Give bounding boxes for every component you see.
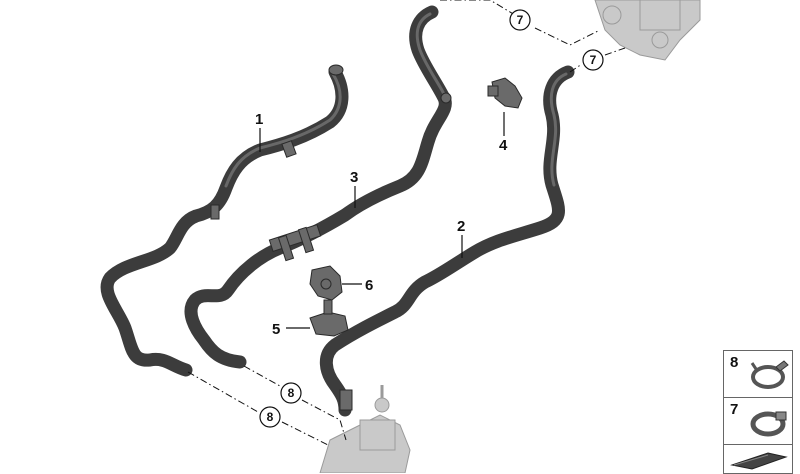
hose-1[interactable] xyxy=(100,64,349,377)
hose-3[interactable] xyxy=(184,5,452,369)
valve-part-6[interactable] xyxy=(309,265,343,301)
engine-block-top xyxy=(594,0,701,61)
valve-part-4[interactable] xyxy=(487,77,523,109)
callout-3: 3 xyxy=(350,169,358,186)
svg-text:7: 7 xyxy=(590,53,597,67)
legend-item-7[interactable]: 7 xyxy=(723,397,793,445)
circled-callout-8b: 8 xyxy=(259,406,281,428)
tool-strip-icon xyxy=(730,452,788,470)
callout-4: 4 xyxy=(499,137,508,154)
legend-item-tool[interactable] xyxy=(723,444,793,474)
dash-line-8b-right xyxy=(281,421,329,446)
circled-callout-7a: 7 xyxy=(509,9,531,31)
dash-line-7a xyxy=(440,0,521,19)
hose-clamp-icon xyxy=(750,360,789,389)
callout-5: 5 xyxy=(272,321,280,338)
legend-box: 8 7 xyxy=(723,350,793,474)
legend-number: 7 xyxy=(730,401,739,418)
dash-line-7b xyxy=(569,63,583,73)
dash-line-7a-right xyxy=(534,27,601,46)
legend-number: 8 xyxy=(730,354,739,371)
svg-text:7: 7 xyxy=(517,13,524,27)
legend-item-8[interactable]: 8 xyxy=(723,350,793,398)
circled-callout-8a: 8 xyxy=(280,382,302,404)
hose-2[interactable] xyxy=(319,65,575,417)
dash-line-7b-right xyxy=(604,47,626,56)
spring-clamp-icon xyxy=(750,411,787,437)
water-pump-bottom xyxy=(319,385,411,473)
bracket-part-5[interactable] xyxy=(309,299,349,337)
callout-2: 2 xyxy=(457,218,465,235)
svg-text:8: 8 xyxy=(288,386,295,400)
circled-callout-7b: 7 xyxy=(582,49,604,71)
callout-6: 6 xyxy=(365,277,373,294)
dash-line-8a xyxy=(243,365,281,387)
callout-1: 1 xyxy=(255,111,263,128)
svg-text:8: 8 xyxy=(267,410,274,424)
dash-line-8b xyxy=(187,371,259,413)
